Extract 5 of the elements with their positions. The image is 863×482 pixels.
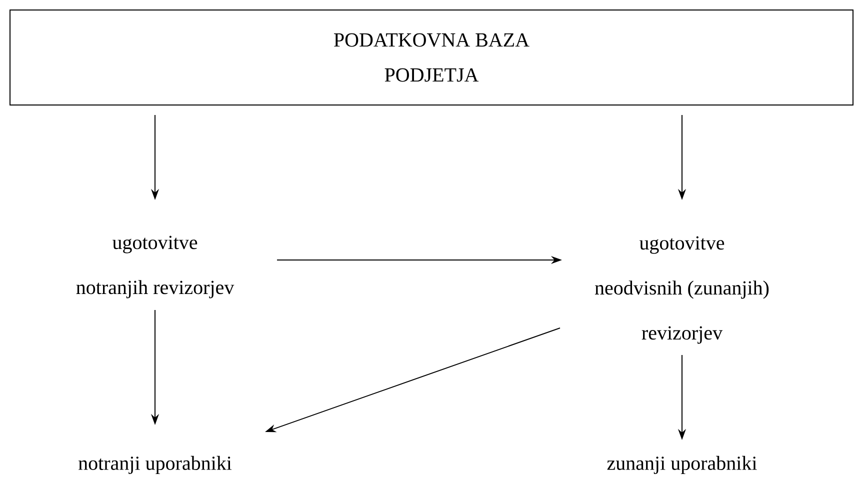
text-label: ugotovitve neodvisnih (zunanjih) revizorjev <box>594 236 769 344</box>
text-label: ugotovitve notranjih revizorjev <box>76 236 234 298</box>
text-label: zunanji uporabniki <box>607 456 757 474</box>
text-label: notranji uporabniki <box>78 456 232 474</box>
database-box: PODATKOVNA BAZA PODJETJA <box>10 10 854 106</box>
